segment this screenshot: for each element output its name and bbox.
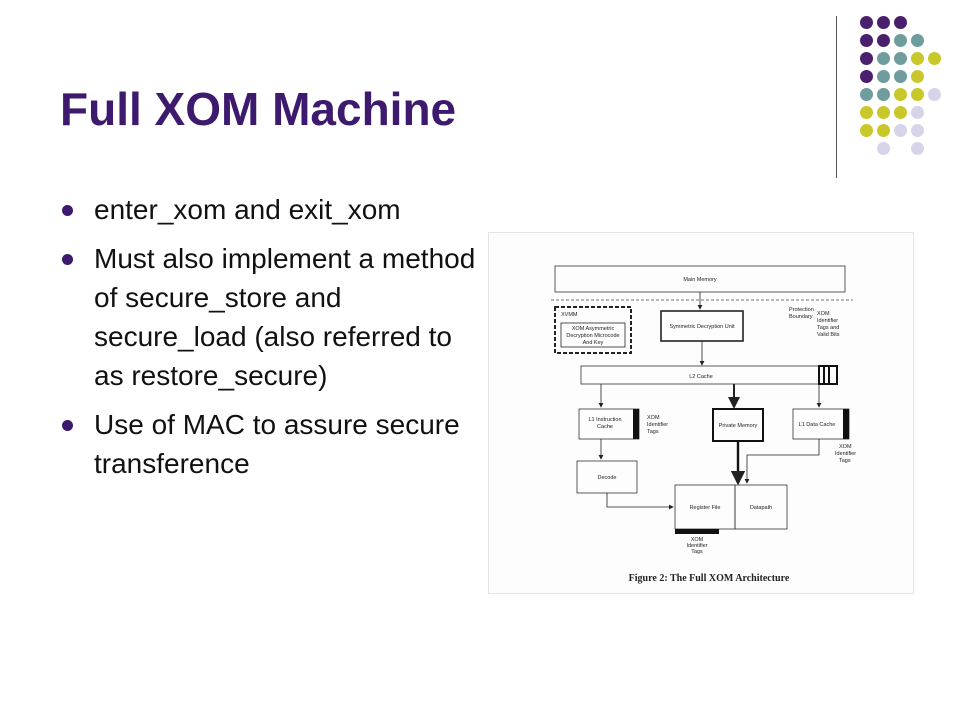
l2-tags-3: Tags and bbox=[817, 325, 839, 331]
decorative-dot-icon bbox=[877, 88, 890, 101]
rf-tags-3: Tags bbox=[691, 549, 703, 555]
bullet-text: Use of MAC to assure secure transference bbox=[94, 409, 460, 479]
protection-label-1: Protection bbox=[789, 307, 814, 313]
main-memory-label: Main Memory bbox=[683, 277, 717, 283]
decorative-dot-icon bbox=[928, 88, 941, 101]
decorative-dot-icon bbox=[860, 70, 873, 83]
l1-instruction-2: Cache bbox=[597, 424, 613, 430]
l2-cache-label: L2 Cache bbox=[689, 374, 713, 380]
xvmm-inner-1: XOM Asymmetric bbox=[572, 326, 615, 332]
private-memory-label: Private Memory bbox=[719, 423, 758, 429]
bullet-dot-icon bbox=[62, 205, 73, 216]
decorative-dot-icon bbox=[877, 106, 890, 119]
bullet-item: enter_xom and exit_xom bbox=[60, 190, 480, 229]
l1d-tags-3: Tags bbox=[839, 458, 851, 464]
bullet-item: Must also implement a method of secure_s… bbox=[60, 239, 480, 395]
decorative-dot-icon bbox=[877, 16, 890, 29]
l1d-tags-2: Identifier bbox=[835, 451, 856, 457]
figure-caption: Figure 2: The Full XOM Architecture bbox=[629, 573, 790, 584]
decorative-dot-icon bbox=[911, 52, 924, 65]
l1i-tags-2: Identifier bbox=[647, 422, 668, 428]
register-file-label: Register File bbox=[690, 505, 721, 511]
decorative-dot-icon bbox=[894, 124, 907, 137]
protection-label-2: Boundary bbox=[789, 314, 813, 320]
architecture-diagram: Main Memory Protection Boundary XVMM XOM… bbox=[551, 265, 856, 584]
decorative-dot-icon bbox=[860, 124, 873, 137]
decorative-dot-icon bbox=[877, 142, 890, 155]
decorative-dot-icon bbox=[877, 124, 890, 137]
l2-tags-1: XOM bbox=[817, 311, 830, 317]
l1i-tags-3: Tags bbox=[647, 429, 659, 435]
l2-tags-2: Identifier bbox=[817, 318, 838, 324]
xvmm-inner-2: Decryption Microcode bbox=[566, 333, 619, 339]
decorative-dot-icon bbox=[860, 88, 873, 101]
decorative-dot-icon bbox=[911, 88, 924, 101]
l1i-tags-1: XOM bbox=[647, 415, 660, 421]
decorative-dot-icon bbox=[860, 34, 873, 47]
decorative-dot-icon bbox=[860, 106, 873, 119]
xvmm-box bbox=[554, 306, 632, 354]
bullet-dot-icon bbox=[62, 254, 73, 265]
decorative-dot-icon bbox=[911, 142, 924, 155]
decorative-dot-icon bbox=[860, 52, 873, 65]
decorative-dot-icon bbox=[894, 70, 907, 83]
datapath-box bbox=[734, 484, 788, 530]
xvmm-inner-box bbox=[560, 322, 626, 348]
xvmm-label: XVMM bbox=[561, 312, 578, 318]
decorative-dot-icon bbox=[911, 106, 924, 119]
decorative-dot-icon bbox=[894, 16, 907, 29]
l1-data-label: L1 Data Cache bbox=[799, 422, 836, 428]
xvmm-inner-3: And Key bbox=[583, 340, 604, 346]
decorative-dot-icon bbox=[894, 106, 907, 119]
decode-label: Decode bbox=[598, 475, 617, 481]
l2-tags-4: Valid Bits bbox=[817, 332, 840, 338]
decorative-dot-icon bbox=[877, 70, 890, 83]
decorative-dot-icon bbox=[894, 88, 907, 101]
l1d-tag-bar bbox=[843, 409, 849, 439]
xom-architecture-figure: Main Memory Protection Boundary XVMM XOM… bbox=[488, 232, 914, 594]
slide-title: Full XOM Machine bbox=[60, 83, 457, 135]
decorative-dot-icon bbox=[928, 52, 941, 65]
bullet-dot-icon bbox=[62, 420, 73, 431]
bullet-list: enter_xom and exit_xom Must also impleme… bbox=[60, 190, 480, 493]
decorative-dot-icon bbox=[894, 52, 907, 65]
bullet-text: Must also implement a method of secure_s… bbox=[94, 243, 476, 391]
decorative-dot-icon bbox=[877, 34, 890, 47]
decorative-dot-icon bbox=[911, 34, 924, 47]
rf-tags-2: Identifier bbox=[686, 543, 707, 549]
bullet-text: enter_xom and exit_xom bbox=[94, 194, 401, 225]
decorative-dot-icon bbox=[894, 34, 907, 47]
register-tag-bar bbox=[675, 529, 719, 534]
decorative-vertical-line bbox=[836, 16, 837, 178]
l1i-tag-bar bbox=[633, 409, 639, 439]
datapath-label: Datapath bbox=[750, 505, 772, 511]
rf-tags-1: XOM bbox=[691, 537, 704, 543]
bullet-item: Use of MAC to assure secure transference bbox=[60, 405, 480, 483]
l1-instruction-1: L1 Instruction bbox=[588, 417, 621, 423]
l1d-tags-1: XOM bbox=[839, 444, 852, 450]
symmetric-unit-label: Symmetric Decryption Unit bbox=[669, 324, 735, 330]
decorative-dot-icon bbox=[860, 16, 873, 29]
decorative-dot-icon bbox=[911, 70, 924, 83]
decorative-dot-icon bbox=[911, 124, 924, 137]
decorative-dot-icon bbox=[877, 52, 890, 65]
